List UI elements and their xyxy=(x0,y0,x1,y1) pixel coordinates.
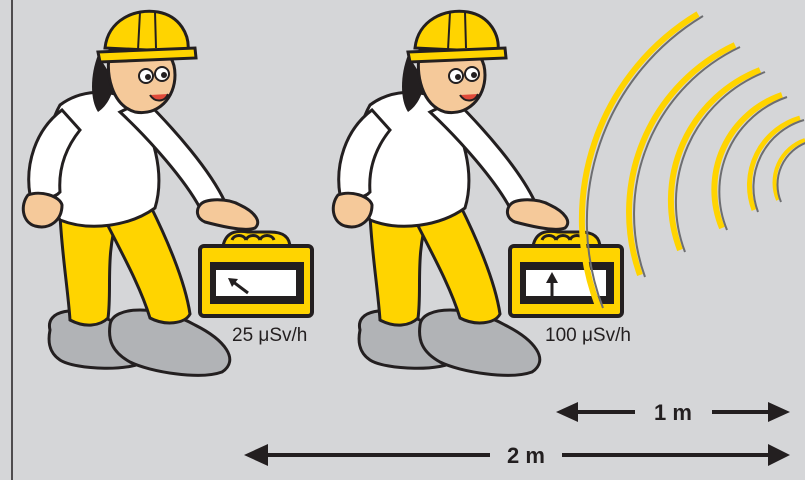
distance-arrow-1m: 1 m xyxy=(556,400,790,425)
distance-label-2m: 2 m xyxy=(507,443,545,468)
worker-with-hardhat-icon xyxy=(333,11,622,375)
distance-arrow-2m: 2 m xyxy=(244,443,790,468)
distance-label-1m: 1 m xyxy=(654,400,692,425)
worker-with-hardhat-icon xyxy=(23,11,312,375)
near-meter-reading: 25 μSv/h xyxy=(232,325,307,346)
far-meter-reading: 100 μSv/h xyxy=(545,325,631,346)
